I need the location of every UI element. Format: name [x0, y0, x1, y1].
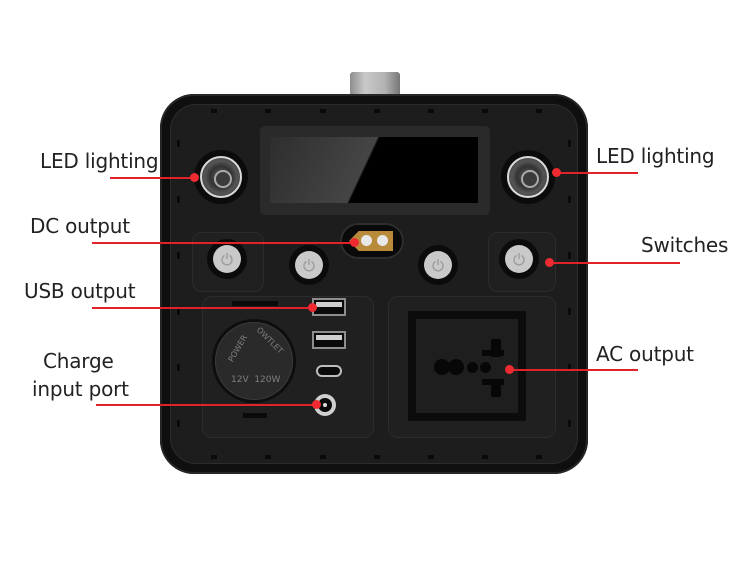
edge-tick: [177, 364, 180, 371]
leader-line: [110, 177, 195, 179]
callout-charge-line1: Charge: [43, 349, 114, 373]
callout-charge-line2: input port: [32, 377, 129, 401]
switch-led-right[interactable]: [499, 239, 539, 279]
dc-output-port[interactable]: [340, 223, 404, 259]
socket-rating: 12V 120W: [231, 375, 281, 385]
edge-tick: [428, 455, 434, 459]
callout-switches: Switches: [641, 233, 729, 257]
switch-led-left[interactable]: [207, 239, 247, 279]
led-light-left: [194, 150, 248, 204]
edge-tick: [482, 455, 488, 459]
usb-c-port[interactable]: [316, 365, 342, 377]
socket-hole: [480, 362, 491, 373]
edge-tick: [536, 109, 542, 113]
callout-ac-output: AC output: [596, 342, 694, 366]
edge-tick: [177, 196, 180, 203]
socket-label-power: POWER: [226, 333, 250, 364]
usb-a-port-2[interactable]: [312, 331, 346, 349]
edge-tick: [568, 196, 571, 203]
marker-dot: [312, 400, 321, 409]
marker-dot: [505, 365, 514, 374]
callout-led-right: LED lighting: [596, 144, 715, 168]
marker-dot: [545, 258, 554, 267]
socket-cap-slot: [232, 301, 278, 306]
edge-tick: [568, 420, 571, 427]
edge-tick: [320, 109, 326, 113]
socket-hole: [467, 362, 478, 373]
leader-line: [96, 404, 318, 406]
lcd-display: [270, 137, 478, 203]
lens-icon: [214, 170, 232, 188]
edge-tick: [265, 109, 271, 113]
socket-hole: [448, 359, 464, 375]
leader-line: [550, 262, 680, 264]
socket-hole: [482, 350, 504, 356]
charge-input-port[interactable]: [314, 394, 336, 416]
switch-ac[interactable]: [418, 245, 458, 285]
lens-icon: [521, 170, 539, 188]
led-light-right: [501, 150, 555, 204]
switch-dc[interactable]: [289, 245, 329, 285]
leader-line: [92, 307, 314, 309]
callout-dc-output: DC output: [30, 214, 130, 238]
edge-tick: [536, 455, 542, 459]
edge-tick: [211, 455, 217, 459]
socket-hole: [482, 379, 504, 385]
power-icon: [221, 253, 233, 266]
marker-dot: [308, 303, 317, 312]
marker-dot: [552, 168, 561, 177]
edge-tick: [177, 420, 180, 427]
marker-dot: [350, 238, 359, 247]
leader-line: [508, 369, 638, 371]
edge-tick: [177, 308, 180, 315]
marker-dot: [190, 173, 199, 182]
edge-tick: [211, 109, 217, 113]
socket-cap-slot: [243, 413, 267, 418]
edge-tick: [568, 308, 571, 315]
power-icon: [303, 259, 315, 272]
usb-a-port-1[interactable]: [312, 298, 346, 316]
socket-hole: [491, 379, 501, 397]
power-icon: [432, 259, 444, 272]
leader-line: [92, 242, 357, 244]
edge-tick: [265, 455, 271, 459]
edge-tick: [568, 140, 571, 147]
callout-usb-output: USB output: [24, 279, 136, 303]
edge-tick: [482, 109, 488, 113]
socket-hole: [491, 339, 501, 357]
edge-tick: [374, 455, 380, 459]
edge-tick: [568, 364, 571, 371]
pin-icon: [361, 235, 372, 246]
pin-icon: [377, 235, 388, 246]
socket-hole: [434, 359, 450, 375]
edge-tick: [568, 252, 571, 259]
edge-tick: [177, 252, 180, 259]
edge-tick: [374, 109, 380, 113]
cigarette-socket[interactable]: POWER OWTLET 12V 120W: [215, 322, 293, 400]
callout-led-left: LED lighting: [40, 149, 159, 173]
edge-tick: [428, 109, 434, 113]
power-icon: [513, 253, 525, 266]
edge-tick: [320, 455, 326, 459]
leader-line: [556, 172, 638, 174]
edge-tick: [177, 140, 180, 147]
